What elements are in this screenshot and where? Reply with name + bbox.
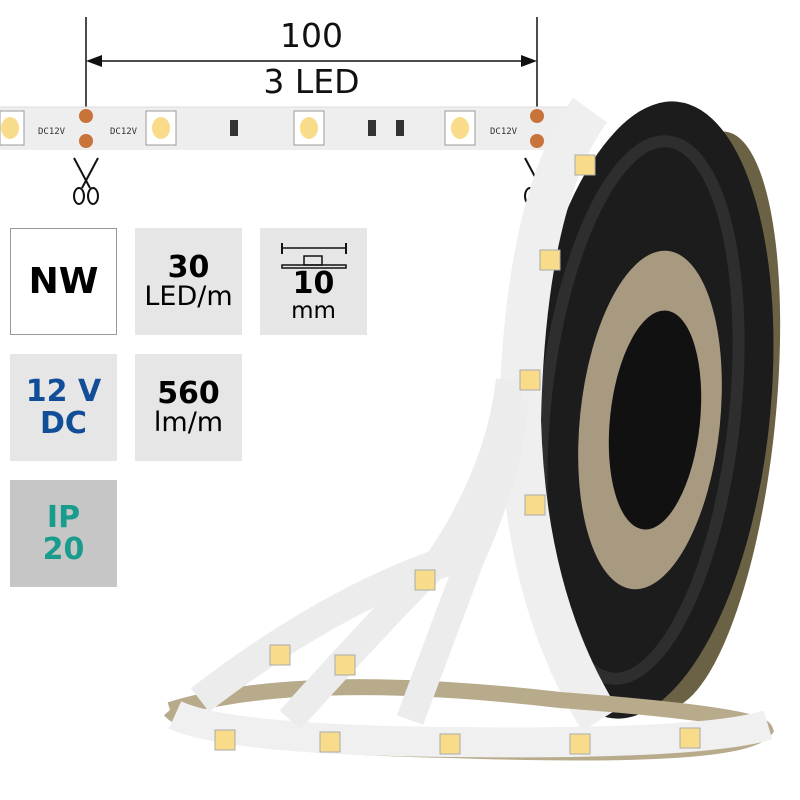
width-dimension-icon [280,243,347,269]
strip-marking: DC12V [110,127,138,137]
led-strip-segment: DC12V DC12V DC12V [0,106,570,150]
strip-width-value: 10 [292,266,335,302]
led-chip [0,110,476,146]
voltage-type: DC [40,405,87,441]
voltage-value: 12 V [25,374,102,409]
strip-marking: DC12V [490,127,518,137]
segment-led-count-label: 3 LED [263,62,360,101]
color-temp-badge: NW [10,228,117,335]
segment-length-label: 100 [280,16,343,55]
ip-rating-badge: IP 20 [10,480,117,587]
luminous-flux-value: 560 [157,375,220,411]
voltage-badge: 12 V DC [10,354,117,461]
led-chip [214,154,701,755]
color-temp-value: NW [28,260,99,302]
luminous-flux-unit: lm/m [153,407,224,439]
luminous-flux-badge: 560 lm/m [135,354,242,461]
ip-label: IP [46,500,81,535]
led-density-unit: LED/m [144,281,233,313]
led-density-badge: 30 LED/m [135,228,242,335]
strip-width-unit: mm [291,297,336,324]
strip-width-badge: 10 mm [260,228,367,335]
strip-marking: DC12V [38,127,66,137]
led-density-value: 30 [167,249,210,285]
spool [498,97,781,732]
scissors-icon [73,157,99,205]
ip-value: 20 [42,531,85,567]
